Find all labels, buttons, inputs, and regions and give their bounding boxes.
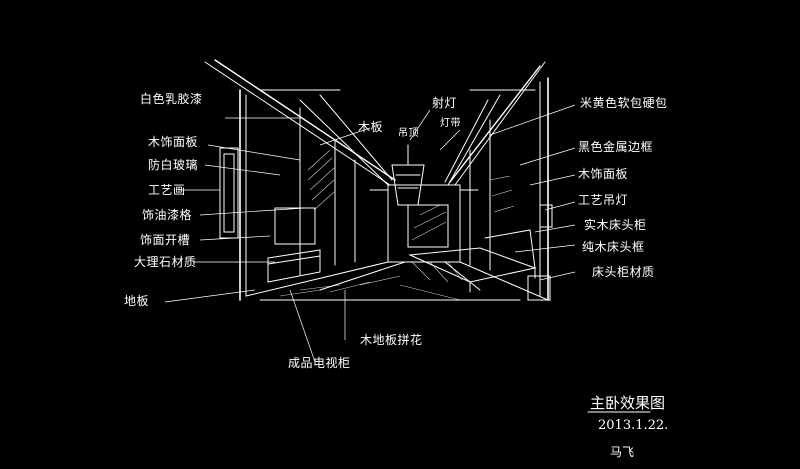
note-marble: 大理石材质 — [134, 255, 197, 269]
note-solid-wood-nightstand: 实木床头柜 — [584, 218, 647, 232]
note-wood-board: 木板 — [358, 120, 384, 134]
drawing-date: 2013.1.22. — [598, 418, 669, 433]
note-floor: 地板 — [124, 294, 150, 308]
note-paint-grid: 饰油漆格 — [142, 208, 193, 222]
note-pendant-lamp: 工艺吊灯 — [578, 193, 629, 207]
note-artwork: 工艺画 — [148, 183, 186, 197]
note-black-metal-frame: 黑色金属边框 — [578, 140, 654, 154]
note-wood-veneer: 木饰面板 — [148, 135, 199, 149]
note-white-latex-paint: 白色乳胶漆 — [140, 92, 203, 106]
note-wood-veneer-right: 木饰面板 — [578, 167, 629, 181]
note-spotlight: 射灯 — [432, 96, 458, 110]
note-white-glass: 防白玻璃 — [148, 158, 199, 172]
note-parquet-floor: 木地板拼花 — [360, 333, 423, 347]
note-light-strip: 灯带 — [440, 118, 461, 129]
drawing-author: 马飞 — [610, 445, 635, 459]
drawing-title: 主卧效果图 — [590, 394, 666, 412]
note-nightstand-material: 床头柜材质 — [592, 265, 655, 279]
note-headboard: 纯木床头框 — [582, 240, 645, 254]
note-panel-groove: 饰面开槽 — [140, 233, 191, 247]
note-ceiling: 吊顶 — [398, 128, 419, 139]
note-soft-hard-pack: 米黄色软包硬包 — [580, 96, 668, 110]
note-tv-cabinet: 成品电视柜 — [288, 356, 351, 370]
